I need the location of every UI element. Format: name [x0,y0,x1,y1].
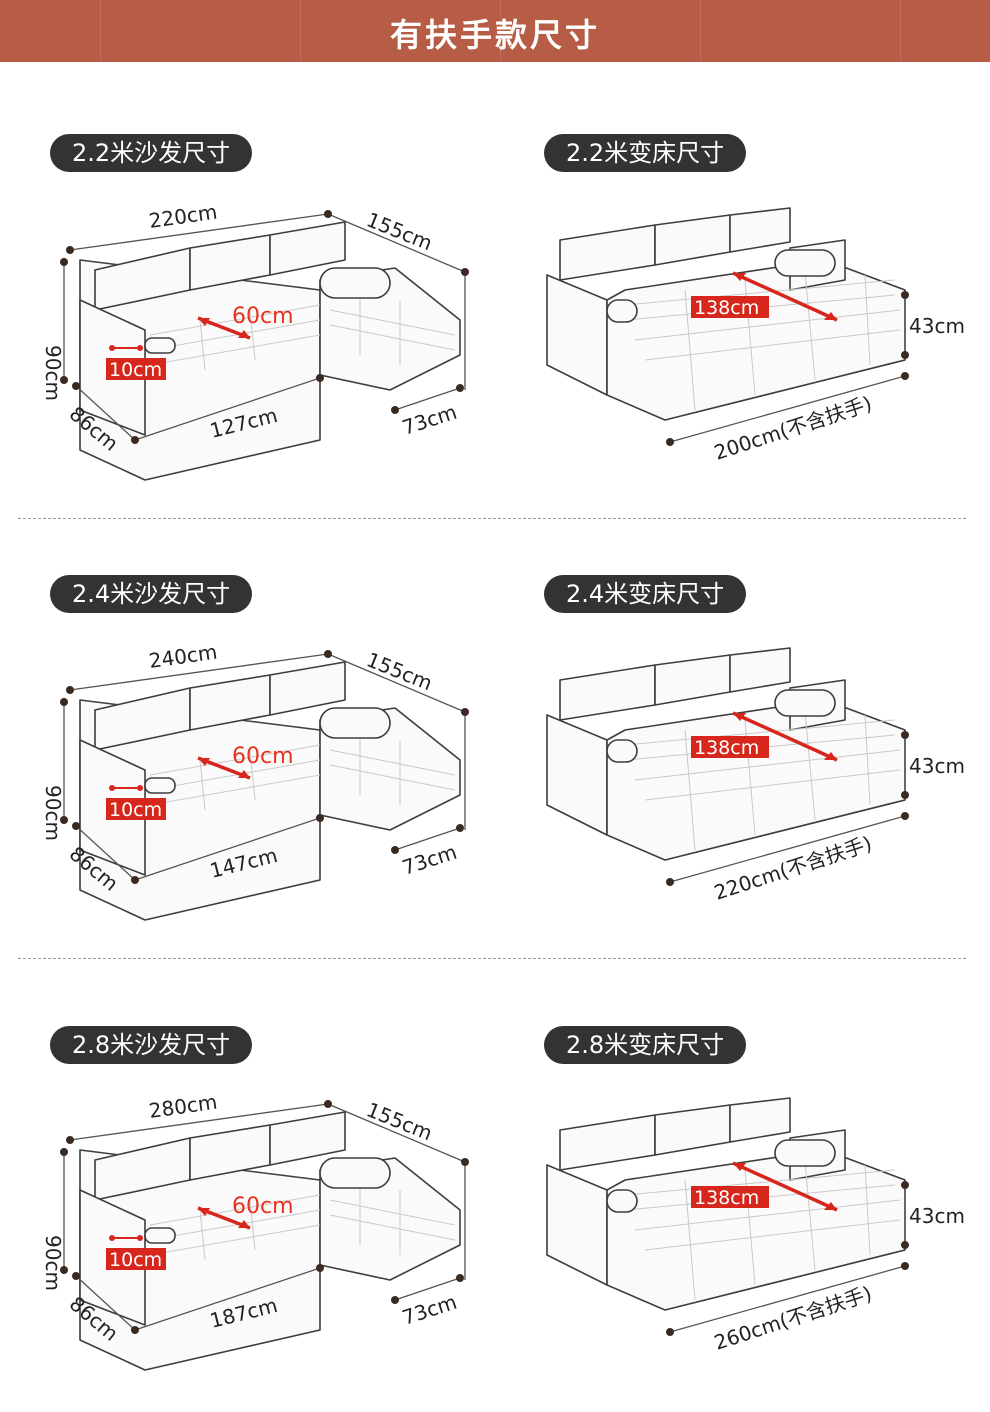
sofa-diagram-3: 280cm 155cm 90cm 60cm 10cm 187cm 86cm 73… [41,1090,469,1371]
bed-dimension-lines [666,1161,909,1336]
sofa-drawing [79,1111,461,1371]
sofa-chaise-depth-label: 155cm [363,1097,436,1145]
armrest-width-label: 10cm [109,359,162,381]
page-title: 有扶手款尺寸 [389,16,600,54]
bed-size-pill-3: 2.8米变床尺寸 [544,1026,747,1064]
bed-width-label: 138cm [694,297,759,319]
bed-drawing [546,207,906,421]
seat-depth-label: 60cm [232,744,294,769]
bed-diagram-3: 138cm 43cm 260cm(不含扶手) [546,1097,965,1355]
section-divider [18,958,966,959]
sofa-size-pill-1: 2.2米沙发尺寸 [50,134,253,172]
bed-height-label: 43cm [909,1204,965,1228]
bed-size-pill-1: 2.2米变床尺寸 [544,134,747,172]
bed-size-pill-2: 2.4米变床尺寸 [544,575,747,613]
seat-depth-label: 60cm [232,1194,294,1219]
armrest-width-label: 10cm [109,1249,162,1271]
sofa-height-label: 90cm [41,345,65,401]
bed-dimension-lines [666,271,909,446]
sofa-chaise-depth-label: 155cm [363,647,436,695]
section-divider [18,518,966,519]
bed-diagram-1: 138cm 43cm 200cm(不含扶手) [546,207,965,465]
sofa-dimension-lines [60,1100,469,1334]
sofa-size-pill-3: 2.8米沙发尺寸 [50,1026,253,1064]
bed-width-label: 138cm [694,737,759,759]
sofa-dimension-lines [60,650,469,884]
sofa-length-label: 220cm [147,200,218,233]
sofa-height-label: 90cm [41,785,65,841]
bed-height-label: 43cm [909,314,965,338]
sofa-diagram-1: 220cm 155cm 90cm 60cm 10cm 127cm 86cm 73… [41,200,469,481]
sofa-length-label: 280cm [147,1090,218,1123]
armrest-width-label: 10cm [109,799,162,821]
bed-drawing [546,1097,906,1311]
bed-dimension-lines [666,711,909,886]
sofa-diagram-2: 240cm 155cm 90cm 60cm 10cm 147cm 86cm 73… [41,640,469,921]
title-bar: 有扶手款尺寸 [0,0,990,62]
sofa-height-label: 90cm [41,1235,65,1291]
sofa-size-pill-2: 2.4米沙发尺寸 [50,575,253,613]
sofa-length-label: 240cm [147,640,218,673]
sofa-dimension-lines [60,210,469,444]
sofa-drawing [79,221,461,481]
seat-depth-label: 60cm [232,304,294,329]
bed-diagram-2: 138cm 43cm 220cm(不含扶手) [546,647,965,905]
sofa-chaise-depth-label: 155cm [363,207,436,255]
bed-height-label: 43cm [909,754,965,778]
bed-width-label: 138cm [694,1187,759,1209]
